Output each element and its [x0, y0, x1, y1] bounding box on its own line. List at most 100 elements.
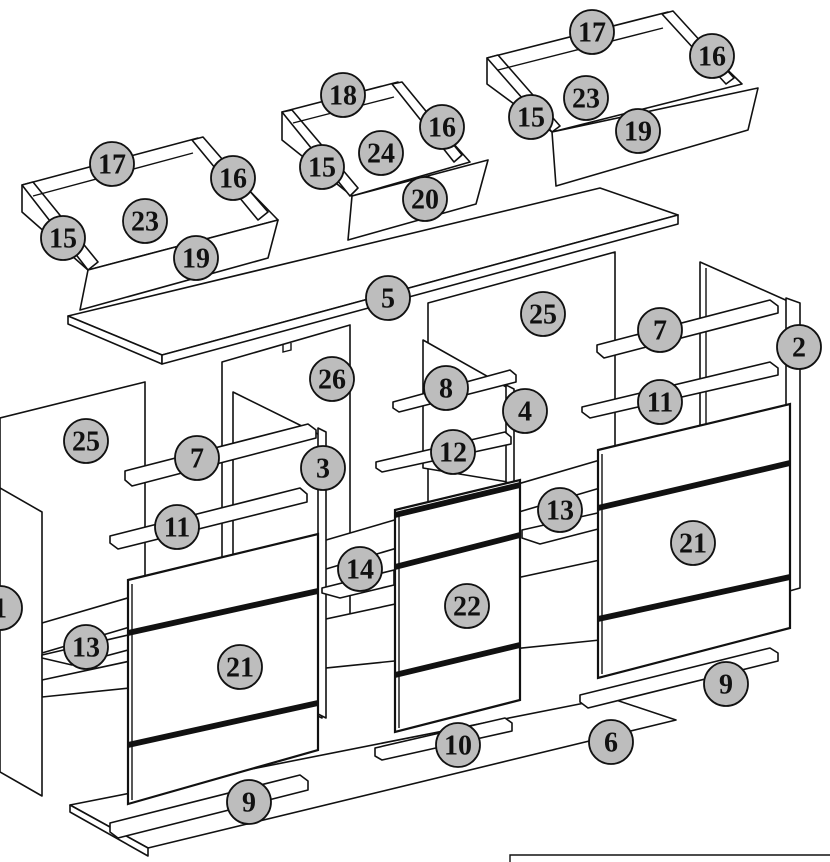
callout-7: 7	[637, 307, 683, 353]
callout-circle	[670, 520, 716, 566]
callout-number: 23	[131, 207, 159, 238]
callout-circle	[637, 307, 683, 353]
callout-number: 14	[346, 555, 374, 586]
callout-20: 20	[402, 176, 448, 222]
callout-22: 22	[444, 583, 490, 629]
callout-number: 22	[453, 592, 481, 623]
callout-18: 18	[320, 72, 366, 118]
callout-17: 17	[569, 9, 615, 55]
shelf-11-right	[581, 361, 779, 419]
callout-14: 14	[337, 546, 383, 592]
callout-number: 8	[439, 374, 453, 405]
callout-circle	[63, 418, 109, 464]
callout-number: 17	[578, 18, 606, 49]
callout-circle	[63, 624, 109, 670]
callout-25: 25	[520, 291, 566, 337]
callout-circle	[689, 33, 735, 79]
callout-1: 1	[0, 585, 23, 631]
callout-circle	[337, 546, 383, 592]
callout-19: 19	[615, 108, 661, 154]
callout-number: 15	[49, 224, 77, 255]
callout-circle	[444, 583, 490, 629]
callout-circle	[40, 215, 86, 261]
callout-number: 13	[546, 496, 574, 527]
callout-number: 12	[439, 438, 467, 469]
callout-circle	[637, 379, 683, 425]
callout-16: 16	[419, 104, 465, 150]
callout-2: 2	[776, 324, 822, 370]
callout-19: 19	[173, 235, 219, 281]
callout-circle	[563, 75, 609, 121]
callout-21: 21	[217, 644, 263, 690]
callout-circle	[423, 365, 469, 411]
callout-24: 24	[358, 130, 404, 176]
callout-number: 24	[367, 139, 395, 170]
callout-circle	[173, 235, 219, 281]
callout-number: 5	[381, 284, 395, 315]
callout-23: 23	[122, 198, 168, 244]
callout-10: 10	[435, 722, 481, 768]
shelf-7-left	[124, 423, 317, 487]
callout-number: 26	[318, 365, 346, 396]
callout-23: 23	[563, 75, 609, 121]
callout-number: 21	[679, 529, 707, 560]
callout-circle	[210, 155, 256, 201]
callout-circle	[226, 779, 272, 825]
callout-number: 19	[624, 117, 652, 148]
callout-4: 4	[502, 388, 548, 434]
callout-number: 21	[226, 653, 254, 684]
callout-15: 15	[508, 94, 554, 140]
callout-number: 9	[242, 788, 256, 819]
callout-15: 15	[40, 215, 86, 261]
callout-8: 8	[423, 365, 469, 411]
callout-circle	[419, 104, 465, 150]
callout-number: 11	[647, 388, 673, 419]
callout-circle	[776, 324, 822, 370]
callout-number: 23	[572, 84, 600, 115]
callout-number: 18	[329, 81, 357, 112]
callout-circle	[299, 144, 345, 190]
callout-16: 16	[689, 33, 735, 79]
callout-circle	[537, 487, 583, 533]
callout-circle	[309, 356, 355, 402]
callout-number: 15	[517, 103, 545, 134]
callout-number: 16	[219, 164, 247, 195]
callout-17: 17	[89, 141, 135, 187]
callout-number: 3	[316, 454, 330, 485]
callout-11: 11	[637, 379, 683, 425]
callout-circle	[502, 388, 548, 434]
callout-number: 9	[719, 670, 733, 701]
callout-21: 21	[670, 520, 716, 566]
callout-circle	[358, 130, 404, 176]
callout-circle	[569, 9, 615, 55]
callout-circle	[435, 722, 481, 768]
callout-circle	[174, 435, 220, 481]
callout-number: 1	[0, 594, 7, 625]
callout-15: 15	[299, 144, 345, 190]
callout-circle	[703, 661, 749, 707]
back-panel-notch	[282, 343, 292, 353]
callout-number: 16	[698, 42, 726, 73]
callout-number: 17	[98, 150, 126, 181]
callout-number: 2	[792, 333, 806, 364]
callout-circle	[217, 644, 263, 690]
callout-11: 11	[154, 504, 200, 550]
callout-circle	[615, 108, 661, 154]
callout-7: 7	[174, 435, 220, 481]
callout-number: 20	[411, 185, 439, 216]
callout-circle	[588, 719, 634, 765]
callout-number: 25	[72, 427, 100, 458]
frame-line	[509, 854, 830, 862]
callout-circle	[430, 429, 476, 475]
callout-circle	[154, 504, 200, 550]
callout-number: 6	[604, 728, 618, 759]
callout-number: 11	[164, 513, 190, 544]
callout-9: 9	[703, 661, 749, 707]
callout-13: 13	[537, 487, 583, 533]
callout-number: 13	[72, 633, 100, 664]
callout-circle	[520, 291, 566, 337]
callout-number: 16	[428, 113, 456, 144]
callout-number: 19	[182, 244, 210, 275]
